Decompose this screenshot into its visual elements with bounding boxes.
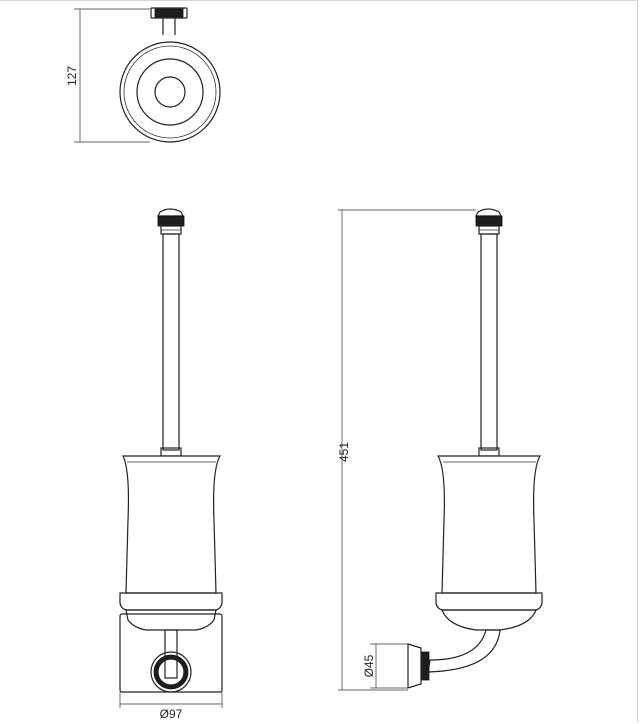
top-view-outer-ring bbox=[119, 41, 221, 143]
side-holder-ring bbox=[435, 592, 543, 611]
front-view: Ø97 bbox=[119, 208, 223, 721]
top-view-middle-ring bbox=[123, 45, 217, 139]
dim-451-label: 451 bbox=[337, 442, 351, 462]
top-view: 127 bbox=[65, 7, 221, 143]
front-finial-top bbox=[157, 208, 184, 217]
side-wall-rose-collar bbox=[420, 651, 430, 681]
dim-127-label: 127 bbox=[65, 66, 79, 86]
front-holder-ring bbox=[119, 592, 223, 611]
side-holder-base bbox=[441, 609, 537, 631]
front-wall-rose-inner bbox=[157, 658, 185, 686]
front-finial-collar bbox=[157, 215, 185, 227]
front-handle-rod bbox=[162, 233, 180, 451]
top-view-inner-ring bbox=[136, 58, 204, 126]
side-finial-top bbox=[475, 208, 502, 217]
top-view-center-hole bbox=[154, 76, 186, 108]
side-wall-rose bbox=[407, 643, 422, 689]
top-view-cap bbox=[150, 7, 188, 19]
top-view-cap-knurl bbox=[154, 8, 184, 18]
dim-97-label: Ø97 bbox=[160, 707, 183, 721]
front-bracket-arm bbox=[164, 629, 178, 659]
side-view: 451 Ø45 bbox=[337, 208, 543, 691]
side-finial-collar bbox=[475, 215, 503, 227]
front-wall-stem bbox=[164, 657, 178, 679]
side-bracket-arm bbox=[427, 629, 501, 673]
front-glass-body bbox=[122, 455, 222, 594]
front-holder-base bbox=[125, 609, 217, 631]
side-rod-ferrule bbox=[478, 447, 500, 457]
dim-45-label: Ø45 bbox=[362, 654, 376, 677]
front-wall-rose-outer bbox=[150, 651, 192, 693]
side-handle-rod bbox=[480, 233, 498, 451]
side-glass-body bbox=[436, 455, 542, 594]
front-rod-ferrule bbox=[160, 447, 182, 457]
